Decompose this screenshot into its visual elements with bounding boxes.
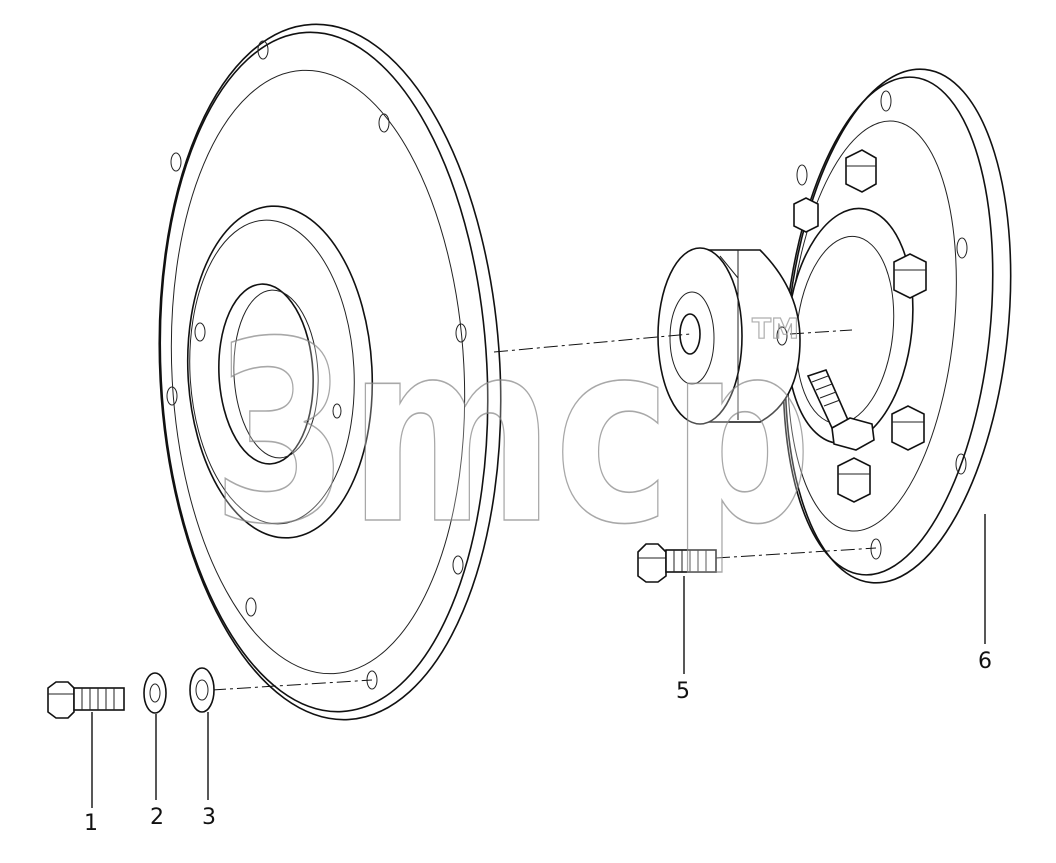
callout-leaders <box>91 514 986 808</box>
flywheel-plate <box>158 23 502 721</box>
watermark: 3mcp TM <box>211 287 813 580</box>
callout-1: 1 <box>84 811 98 836</box>
washer-part-2 <box>143 672 167 714</box>
callout-2: 2 <box>150 805 164 830</box>
flange-bolt-holes <box>796 90 968 560</box>
callout-labels: 1 2 3 5 6 <box>84 649 992 836</box>
callout-6: 6 <box>978 649 992 674</box>
center-lines <box>211 329 877 691</box>
clamp-collar <box>657 247 801 425</box>
callout-5: 5 <box>676 679 690 704</box>
trademark-mark: TM <box>752 312 799 345</box>
flywheel-bolt-holes <box>166 40 467 690</box>
bolt-part-1 <box>47 681 125 719</box>
washer-part-3 <box>189 667 215 713</box>
watermark-logo: 3mcp <box>212 288 812 579</box>
callout-3: 3 <box>202 805 216 830</box>
clamp-screw <box>806 369 875 451</box>
flange-bolt-heads <box>793 149 927 503</box>
bolt-part-5 <box>637 543 717 583</box>
coupling-flange <box>657 68 1012 584</box>
